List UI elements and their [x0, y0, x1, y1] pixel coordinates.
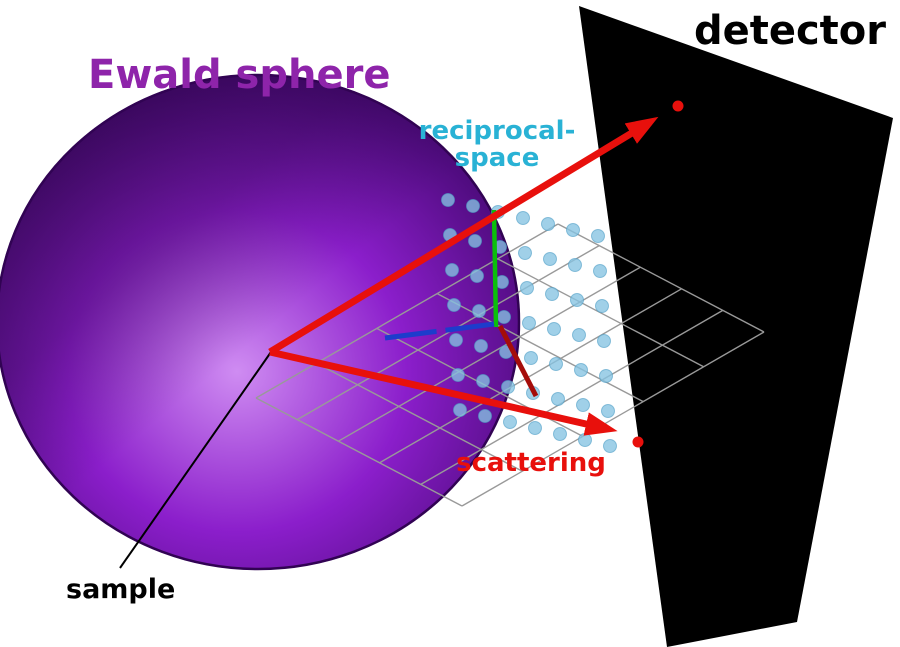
lattice-point	[597, 334, 611, 348]
lattice-point	[578, 433, 592, 447]
lattice-point	[468, 234, 482, 248]
lattice-point	[547, 322, 561, 336]
lattice-point	[603, 439, 617, 453]
reciprocal-lattice	[441, 193, 617, 453]
grid-line	[255, 223, 559, 399]
grid-line	[420, 309, 724, 486]
lattice-point	[551, 392, 565, 406]
lattice-point	[501, 380, 515, 394]
label-detector: detector	[694, 8, 886, 54]
beam-lower-endpoint	[632, 436, 644, 448]
grid-line	[379, 288, 682, 464]
lattice-point	[528, 421, 542, 435]
lattice-point	[566, 223, 580, 237]
lattice-point	[470, 269, 484, 283]
lattice-point	[570, 293, 584, 307]
lattice-point	[497, 310, 511, 324]
lattice-point	[568, 258, 582, 272]
label-sample: sample	[66, 574, 175, 605]
detector-plane	[579, 6, 893, 647]
lattice-point	[520, 281, 534, 295]
label-ewald-sphere: Ewald sphere	[88, 52, 390, 98]
ewald-sphere-rim	[0, 73, 521, 571]
scattered-beams	[268, 100, 684, 448]
lattice-point	[543, 252, 557, 266]
lattice-point	[441, 193, 455, 207]
lattice-point	[595, 299, 609, 313]
lattice-point	[572, 328, 586, 342]
sample-pointer-line	[119, 351, 272, 569]
label-reciprocal-line1: reciprocal-	[419, 116, 576, 146]
lattice-point	[516, 211, 530, 225]
lattice-point	[601, 404, 615, 418]
grid-line	[338, 266, 641, 442]
scattering-vector	[497, 324, 539, 398]
lattice-point	[447, 298, 461, 312]
grid-line	[316, 362, 523, 472]
lattice-point	[503, 415, 517, 429]
reciprocal-axis-blue	[384, 321, 495, 341]
lattice-point	[576, 398, 590, 412]
lattice-point	[476, 374, 490, 388]
lattice-point	[449, 333, 463, 347]
lattice-point	[445, 263, 459, 277]
lattice-point	[541, 217, 555, 231]
lattice-point	[518, 246, 532, 260]
ewald-sphere-shading	[0, 74, 520, 570]
lattice-point	[593, 264, 607, 278]
label-reciprocal-line2: space	[455, 143, 540, 173]
reciprocal-axis-green	[491, 209, 499, 328]
lattice-point	[453, 403, 467, 417]
grid-line	[557, 223, 765, 333]
lattice-point	[524, 351, 538, 365]
lattice-point	[599, 369, 613, 383]
lattice-point	[451, 368, 465, 382]
label-scattering: scattering	[456, 448, 606, 478]
lattice-point	[591, 229, 605, 243]
beam-lower	[269, 348, 618, 436]
beam-upper	[268, 116, 659, 355]
grid-line	[436, 292, 644, 403]
perspective-grid	[255, 223, 765, 507]
lattice-point	[478, 409, 492, 423]
ewald-sphere	[0, 73, 521, 571]
lattice-point	[522, 316, 536, 330]
beam-upper-endpoint	[672, 100, 684, 112]
lattice-point	[472, 304, 486, 318]
grid-line	[296, 244, 600, 421]
lattice-point	[553, 427, 567, 441]
lattice-point	[574, 363, 588, 377]
lattice-point	[466, 199, 480, 213]
reciprocal-lattice-wrap	[441, 193, 617, 453]
grid-line	[255, 397, 463, 507]
lattice-point	[474, 339, 488, 353]
lattice-point	[545, 287, 559, 301]
lattice-point	[549, 357, 563, 371]
